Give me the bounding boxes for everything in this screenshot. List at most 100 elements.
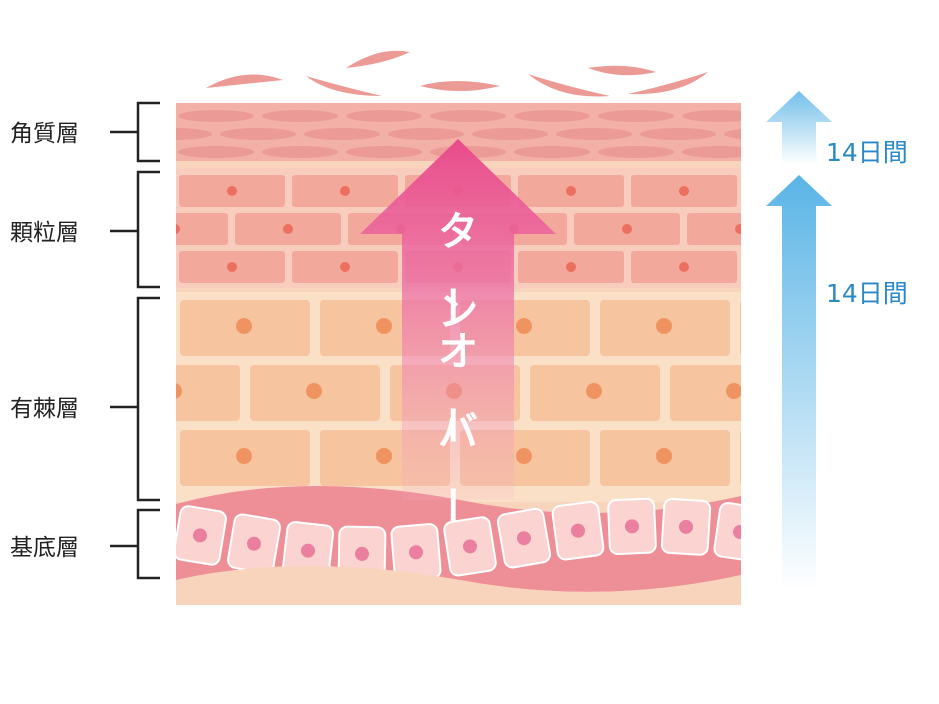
basal-nucleus [247, 536, 261, 551]
corneum-cell [388, 128, 464, 140]
granular-nucleus [566, 186, 576, 196]
turnover-char: タ [438, 209, 478, 255]
basal-nucleus [517, 531, 531, 546]
granular-cell [66, 175, 172, 207]
layer-label-granular: 顆粒層 [10, 220, 79, 246]
granular-nucleus [227, 262, 237, 272]
shedding-cells [206, 50, 708, 97]
spinous-nucleus [96, 448, 112, 464]
spinous-nucleus [376, 318, 392, 334]
spinous-cell [740, 431, 741, 485]
spinous-nucleus [236, 448, 252, 464]
spinous-nucleus [656, 318, 672, 334]
basal-cell [390, 523, 442, 582]
basal-cell [551, 500, 605, 561]
duration-arrow-bottom [766, 175, 832, 590]
spinous-cell [40, 430, 170, 486]
corneum-cell [598, 146, 674, 158]
basal-cell [227, 513, 281, 574]
spinous-nucleus [96, 318, 112, 334]
spinous-nucleus [656, 448, 672, 464]
basal-nucleus [625, 519, 639, 534]
duration-label-top: 14日間 [826, 138, 908, 167]
basal-nucleus [355, 546, 369, 561]
corneum-cell [176, 128, 212, 140]
basal-cell [176, 505, 227, 566]
basal-nucleus [409, 545, 423, 560]
basal-cell [443, 516, 497, 577]
layer-stratum-corneum [94, 103, 741, 161]
corneum-cell [430, 110, 506, 122]
layer-label-spinous: 有棘層 [10, 396, 79, 422]
basal-nucleus [733, 524, 741, 539]
basal-nucleus [193, 528, 207, 543]
spinous-nucleus [586, 383, 602, 399]
corneum-cell [346, 146, 422, 158]
corneum-cell [346, 110, 422, 122]
granular-nucleus [679, 262, 689, 272]
spinous-nucleus [376, 448, 392, 464]
granular-nucleus [227, 186, 237, 196]
spinous-nucleus [236, 318, 252, 334]
basal-nucleus [463, 539, 477, 554]
corneum-cell [262, 110, 338, 122]
layer-brackets [110, 101, 160, 580]
turnover-char: バ [438, 409, 478, 455]
granular-nucleus [114, 262, 124, 272]
granular-nucleus [679, 186, 689, 196]
granular-nucleus [566, 262, 576, 272]
spinous-cell [740, 301, 741, 355]
corneum-cell [304, 128, 380, 140]
spinous-cell [670, 365, 741, 421]
corneum-cell [94, 146, 170, 158]
granular-nucleus [283, 224, 293, 234]
corneum-cell [514, 110, 590, 122]
spinous-cell [40, 300, 170, 356]
basal-nucleus [301, 543, 315, 558]
turnover-char: ー [428, 405, 474, 445]
spinous-nucleus [176, 383, 182, 399]
spinous-cell [176, 365, 240, 421]
corneum-cell [94, 110, 170, 122]
basal-nucleus [571, 523, 585, 538]
corneum-cell [640, 128, 716, 140]
corneum-cell [472, 128, 548, 140]
turnover-char: オ [438, 329, 478, 375]
corneum-cell [724, 129, 741, 139]
corneum-cell [682, 110, 741, 122]
granular-nucleus [735, 224, 741, 234]
granular-nucleus [340, 186, 350, 196]
granular-cell [687, 213, 741, 245]
corneum-cell [262, 146, 338, 158]
basal-cell [496, 507, 552, 569]
corneum-cell [556, 128, 632, 140]
turnover-char: ー [428, 485, 474, 525]
layer-label-corneum: 角質層 [10, 121, 79, 147]
duration-label-bottom: 14日間 [826, 279, 908, 308]
basal-cell [713, 502, 741, 562]
corneum-cell [178, 146, 254, 158]
bracket-granular [110, 170, 160, 289]
layer-basal [176, 485, 741, 605]
spinous-nucleus [726, 383, 741, 399]
basal-nucleus [679, 519, 693, 534]
basal-cell [660, 498, 712, 556]
granular-nucleus [114, 186, 124, 196]
corneum-cell [220, 128, 296, 140]
bracket-basal [110, 508, 160, 580]
corneum-cell [598, 110, 674, 122]
granular-cell [66, 251, 172, 283]
spinous-nucleus [306, 383, 322, 399]
turnover-label: ターンオーバー [428, 209, 478, 525]
corneum-cell [514, 146, 590, 158]
turnover-char: ン [438, 289, 478, 335]
granular-cell [176, 213, 228, 245]
granular-nucleus [176, 224, 180, 234]
turnover-char: ー [428, 285, 474, 325]
spinous-nucleus [516, 318, 532, 334]
granular-nucleus [340, 262, 350, 272]
corneum-cell [178, 110, 254, 122]
basal-cell [607, 497, 657, 556]
turnover-arrow [360, 139, 556, 500]
